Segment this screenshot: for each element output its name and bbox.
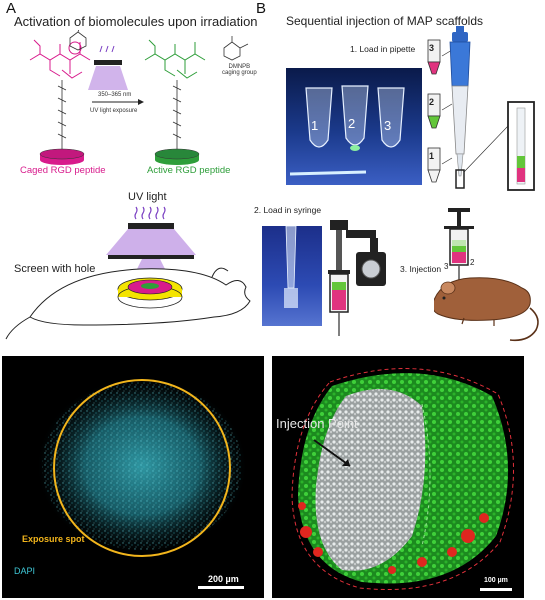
caged-disk [39, 148, 85, 165]
dmnpb-label: DMNPB caging group [222, 64, 257, 76]
brown-mouse-icon [434, 277, 539, 342]
uv-light-label: UV light [128, 191, 167, 203]
scale-label-d: 100 µm [484, 577, 508, 584]
active-peptide-label: Active RGD peptide [147, 165, 231, 176]
syringe-mark-3: 3 [444, 262, 449, 271]
vial-3 [427, 39, 441, 75]
pipette-icon [449, 26, 471, 189]
uv-setup-illustration [5, 206, 251, 340]
tube-number-1: 1 [311, 118, 319, 133]
lamp-head [128, 223, 174, 229]
exposure-circle [53, 379, 231, 557]
scaffold-micrograph: Injection Point 100 µm [272, 356, 524, 598]
pipette-illustration [427, 26, 535, 191]
vial-1 [427, 147, 441, 183]
tube-2 [341, 85, 369, 151]
panel-a-chemistry [29, 30, 249, 165]
vial-number-1: 1 [429, 151, 435, 161]
active-peptide-structure [144, 39, 206, 79]
panel-b-letter: B [256, 0, 267, 17]
pipette-zoom-box [463, 101, 535, 191]
vial-number-2: 2 [429, 97, 435, 107]
white-scaffold [315, 388, 426, 571]
syringe-mark-2: 2 [470, 258, 475, 267]
tube-number-2: 2 [348, 116, 356, 131]
reaction-arrow [92, 99, 144, 105]
tube-number-3: 3 [384, 118, 392, 133]
tubes-photo: 1 2 3 [286, 68, 422, 185]
screen-bar [108, 255, 194, 259]
panel-a-letter: A [6, 0, 17, 17]
implant-disk [117, 277, 183, 309]
injection-syringe-icon [444, 208, 474, 284]
dapi-micrograph: Exposure spot DAPI 200 µm [2, 356, 264, 598]
tube-1 [305, 87, 333, 148]
pipette-tip [289, 170, 367, 176]
panel-b-title: Sequential injection of MAP scaffolds [286, 14, 484, 28]
active-disk [154, 148, 200, 165]
dapi-label: DAPI [14, 566, 36, 576]
arrow-label-wavelength: 350–365 nm [98, 92, 132, 98]
syringe-pump-icon [328, 220, 386, 336]
uv-rays-icon [134, 206, 166, 220]
uv-beam [106, 229, 196, 255]
injection-point-label: Injection Point [276, 416, 358, 431]
tube-3 [377, 87, 405, 148]
mouse-outline-icon [5, 267, 251, 340]
scale-bar-d [480, 588, 512, 591]
syringe-photo [262, 226, 322, 326]
panel-a-title: Activation of biomolecules upon irradiat… [14, 14, 258, 29]
scale-bar-c [198, 586, 244, 589]
injection-point-arrow [313, 439, 351, 467]
scale-label-c: 200 µm [208, 574, 239, 584]
mouse-injection-illustration [434, 208, 539, 342]
step-3-label: 3. Injection [400, 264, 442, 274]
arrow-label-exposure: UV light exposure [90, 108, 138, 114]
red-scaffold [298, 502, 489, 574]
exposure-spot-label: Exposure spot [22, 534, 85, 544]
caged-peptide-label: Caged RGD peptide [20, 165, 106, 176]
vial-2 [427, 93, 441, 129]
caged-peptide-structure [29, 39, 91, 79]
step-1-label: 1. Load in pipette [350, 44, 416, 54]
step-2-label: 2. Load in syringe [254, 205, 322, 215]
uv-lamp-icon [88, 45, 128, 90]
screen-with-hole-label: Screen with hole [14, 263, 96, 275]
vial-number-3: 3 [429, 43, 435, 53]
